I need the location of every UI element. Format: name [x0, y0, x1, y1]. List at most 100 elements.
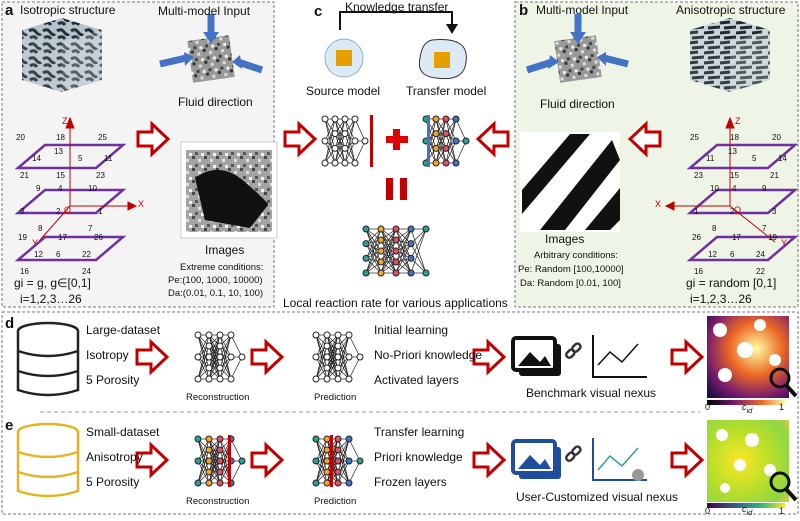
- grid-point-number: 7: [88, 224, 93, 233]
- da-values-a: Da:(0.01, 0.1, 10, 100): [168, 288, 264, 299]
- arbitrary-conditions: Arbitrary conditions:: [534, 250, 618, 261]
- image-icon: [511, 336, 561, 376]
- transfer-model-label: Transfer model: [406, 84, 487, 98]
- source-model-icon: [324, 38, 364, 78]
- e-visual-nexus: User-Customized visual nexus: [516, 490, 679, 504]
- grid-point-number: 6: [730, 250, 735, 259]
- input-cube-b-icon: [525, 14, 629, 83]
- knowledge-transfer-arrow: [339, 11, 453, 30]
- d-cbar-sub: id: [746, 405, 753, 415]
- neural-network-icon: [362, 225, 430, 277]
- d-visual-nexus: Benchmark visual nexus: [526, 386, 657, 400]
- equal-bars-icon: [386, 178, 407, 200]
- transfer-model-icon: [418, 38, 467, 80]
- neural-network-icon: [312, 435, 364, 487]
- grid-point-number: 7: [762, 224, 767, 233]
- e-right-0: Transfer learning: [374, 425, 465, 439]
- grid-point-number: 11: [104, 154, 113, 163]
- gi-index-b: i=1,2,3…26: [690, 292, 752, 306]
- e-cbar-min: 0: [705, 506, 711, 516]
- database-small-icon: [16, 422, 80, 498]
- grid-point-number: 12: [34, 250, 43, 259]
- scatter-plot-icon: [592, 335, 647, 378]
- e-left-0: Small-dataset: [86, 425, 160, 439]
- link-icon: [565, 342, 582, 359]
- e-right-1: Priori knowledge: [374, 450, 463, 464]
- grid-point-number: 23: [694, 171, 703, 180]
- e-right-2: Frozen layers: [374, 475, 447, 489]
- grid-point-number: 3: [20, 207, 25, 216]
- input-title-b: Multi-model Input: [536, 3, 629, 17]
- grid-point-number: 2: [730, 207, 735, 216]
- isotropic-cube-icon: [22, 18, 102, 92]
- e-cbar-sub: id: [746, 507, 753, 517]
- grid-point-number: 25: [690, 133, 699, 142]
- image-sample-a: [180, 141, 278, 239]
- anisotropic-title: Anisotropic structure: [676, 3, 786, 17]
- grid-point-number: 5: [78, 154, 83, 163]
- d-right-1: No-Priori knowledge: [374, 348, 483, 362]
- grid-point-number: 24: [756, 250, 765, 259]
- neural-network-icon: [194, 435, 246, 487]
- neural-network-icon: [312, 331, 364, 383]
- link-icon-e: [565, 445, 582, 462]
- source-model-label: Source model: [306, 84, 381, 98]
- panel-label-b: b: [519, 2, 529, 19]
- image-icon-e: [511, 439, 561, 479]
- grid-point-number: 15: [56, 171, 65, 180]
- axis-origin-a: O: [64, 205, 72, 215]
- axis-z-a: Z: [62, 116, 68, 126]
- axis-y-b: Y: [781, 238, 788, 248]
- grid-point-number: 2: [56, 207, 61, 216]
- networks-layer: [194, 115, 470, 487]
- extreme-conditions: Extreme conditions:: [180, 262, 264, 273]
- grid-point-number: 22: [756, 267, 765, 276]
- grid-point-number: 5: [752, 154, 757, 163]
- e-left-1: Anisotropy: [86, 450, 143, 464]
- knowledge-transfer-label: Knowledge transfer: [345, 0, 449, 14]
- axis-z-b: Z: [735, 116, 741, 126]
- grid-point-number: 26: [692, 233, 701, 242]
- grid-point-number: 8: [712, 224, 717, 233]
- grid-point-number: 15: [730, 171, 739, 180]
- input-cube-icon: [159, 14, 264, 83]
- grid-point-number: 17: [58, 233, 67, 242]
- neural-network-icon: [321, 115, 373, 167]
- e-cbar-label: cid: [742, 504, 752, 518]
- axis-origin-b: O: [734, 205, 742, 215]
- grid-point-number: 10: [88, 184, 97, 193]
- grid-point-number: 13: [54, 147, 63, 156]
- panel-label-d: d: [5, 315, 15, 332]
- grid-point-number: 11: [706, 154, 715, 163]
- red-arrow-icon: [136, 120, 171, 158]
- grid-point-number: 23: [96, 171, 105, 180]
- grid-point-number: 25: [98, 133, 107, 142]
- grid-point-number: 1: [98, 207, 103, 216]
- images-label-a: Images: [205, 243, 245, 257]
- fluid-direction-a: Fluid direction: [178, 95, 253, 109]
- d-cbar-max: 1: [779, 402, 785, 412]
- grid-point-number: 17: [732, 233, 741, 242]
- heatmap-d: [707, 316, 798, 405]
- panel-label-a: a: [5, 2, 14, 19]
- input-title-a: Multi-model Input: [158, 4, 251, 18]
- grid-point-number: 14: [778, 154, 787, 163]
- grid-point-number: 8: [38, 224, 43, 233]
- e-cbar-c: c: [742, 504, 747, 514]
- e-left-2: 5 Porosity: [86, 475, 140, 489]
- d-pred: Prediction: [314, 392, 357, 403]
- anisotropic-cube-icon: [690, 18, 770, 92]
- d-cbar-min: 0: [705, 402, 711, 412]
- grid-point-number: 26: [94, 233, 103, 242]
- d-left-2: 5 Porosity: [86, 373, 140, 387]
- gear-icon: [632, 469, 644, 481]
- isotropic-title: Isotropic structure: [20, 3, 116, 17]
- da-values-b: Da: Random [0.01, 100]: [520, 278, 621, 289]
- fluid-direction-b: Fluid direction: [540, 97, 615, 111]
- d-left-1: Isotropy: [86, 348, 129, 362]
- grid-point-number: 9: [762, 184, 767, 193]
- e-recon: Reconstruction: [186, 496, 250, 507]
- grid-point-number: 20: [772, 133, 781, 142]
- grid-point-number: 21: [770, 171, 779, 180]
